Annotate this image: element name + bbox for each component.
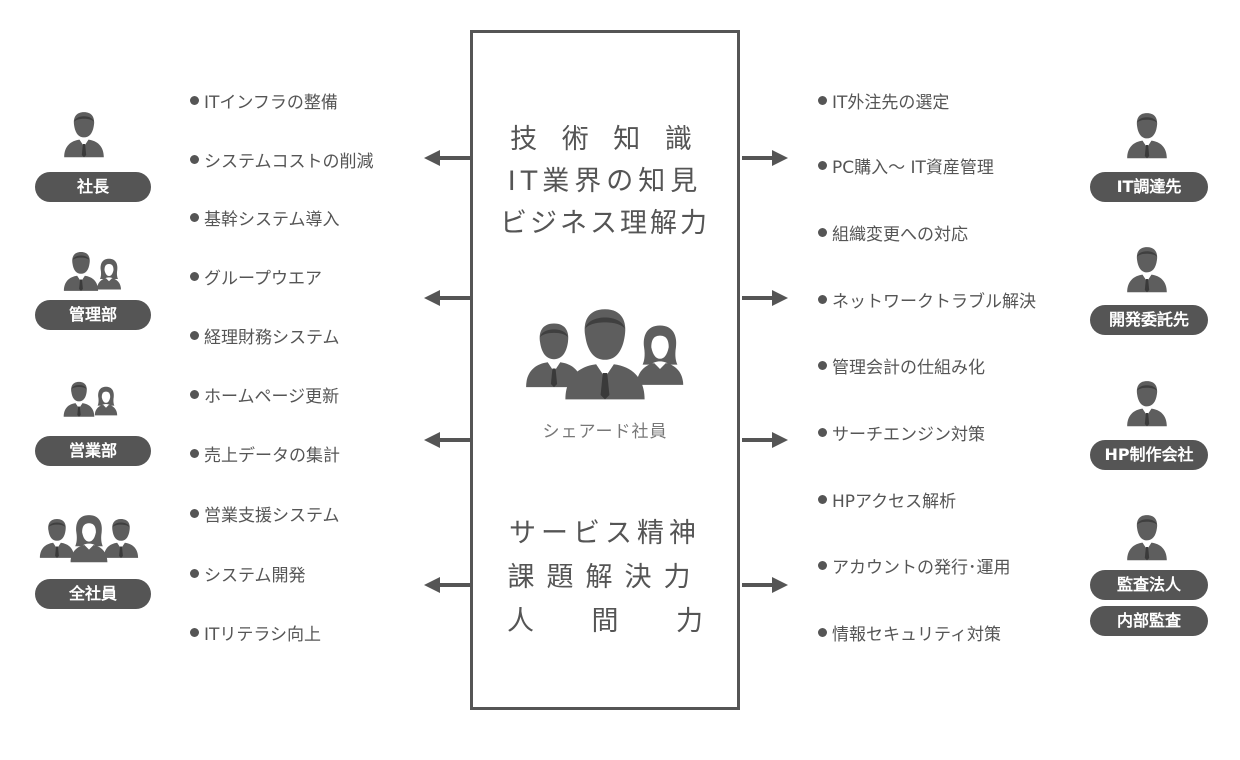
person-icon [64, 112, 104, 158]
list-item: ホームページ更新 [190, 382, 339, 407]
group-label-hp-seisaku: HP制作会社 [1090, 440, 1208, 470]
group-icon [39, 515, 139, 563]
arrow-left-icon [424, 577, 470, 593]
center-line-business: ビジネス理解力 [500, 208, 710, 239]
arrow-right-icon [742, 290, 788, 306]
center-line-ningenryoku: 人 間 力 [507, 606, 703, 637]
arrow-right-icon [742, 432, 788, 448]
list-item: システム開発 [190, 561, 306, 586]
list-item: PC購入～ IT資産管理 [818, 153, 994, 178]
center-caption: シェアード社員 [542, 422, 668, 442]
list-item: IT外注先の選定 [818, 88, 949, 113]
list-item: 組織変更への対応 [818, 220, 968, 245]
center-line-service: サービス精神 [509, 518, 701, 549]
group-icon [63, 381, 118, 417]
list-item: ITリテラシ向上 [190, 620, 321, 645]
list-item: 管理会計の仕組み化 [818, 353, 985, 378]
group-label-naibu-kansa: 内部監査 [1090, 606, 1208, 636]
group-label-kaihatsu: 開発委託先 [1090, 305, 1208, 335]
arrow-left-icon [424, 432, 470, 448]
arrow-right-icon [742, 577, 788, 593]
group-icon [526, 309, 684, 400]
list-item: アカウントの発行･運用 [818, 553, 1011, 578]
arrow-left-icon [424, 290, 470, 306]
center-box: 技 術 知 識 IT業界の知見 ビジネス理解力 シェアード社員 サービス精神 課… [470, 30, 740, 710]
arrow-left-icon [424, 150, 470, 166]
person-icon [1127, 515, 1167, 561]
list-item: 情報セキュリティ対策 [818, 620, 1001, 645]
list-item: サーチエンジン対策 [818, 420, 985, 445]
center-line-gijutsu: 技 術 知 識 [510, 124, 700, 155]
group-label-shachou: 社長 [35, 172, 151, 202]
person-icon [1127, 247, 1167, 293]
person-icon [1127, 113, 1167, 159]
group-label-zenshain: 全社員 [35, 579, 151, 609]
list-item: ネットワークトラブル解決 [818, 287, 1036, 312]
arrow-right-icon [742, 150, 788, 166]
group-icon [63, 251, 121, 291]
group-label-kanribu: 管理部 [35, 300, 151, 330]
center-line-kadai: 課題解決力 [507, 562, 703, 593]
center-line-it-gyoukai: IT業界の知見 [507, 166, 703, 197]
group-label-kansa-houjin: 監査法人 [1090, 570, 1208, 600]
list-item: HPアクセス解析 [818, 487, 956, 512]
group-label-it-chotatsu: IT調達先 [1090, 172, 1208, 202]
list-item: グループウエア [190, 264, 322, 289]
list-item: 売上データの集計 [190, 441, 340, 466]
group-label-eigyoubu: 営業部 [35, 436, 151, 466]
list-item: ITインフラの整備 [190, 88, 338, 113]
list-item: 経理財務システム [190, 323, 340, 348]
list-item: 営業支援システム [190, 501, 340, 526]
person-icon [1127, 381, 1167, 427]
list-item: 基幹システム導入 [190, 205, 340, 230]
list-item: システムコストの削減 [190, 147, 374, 172]
